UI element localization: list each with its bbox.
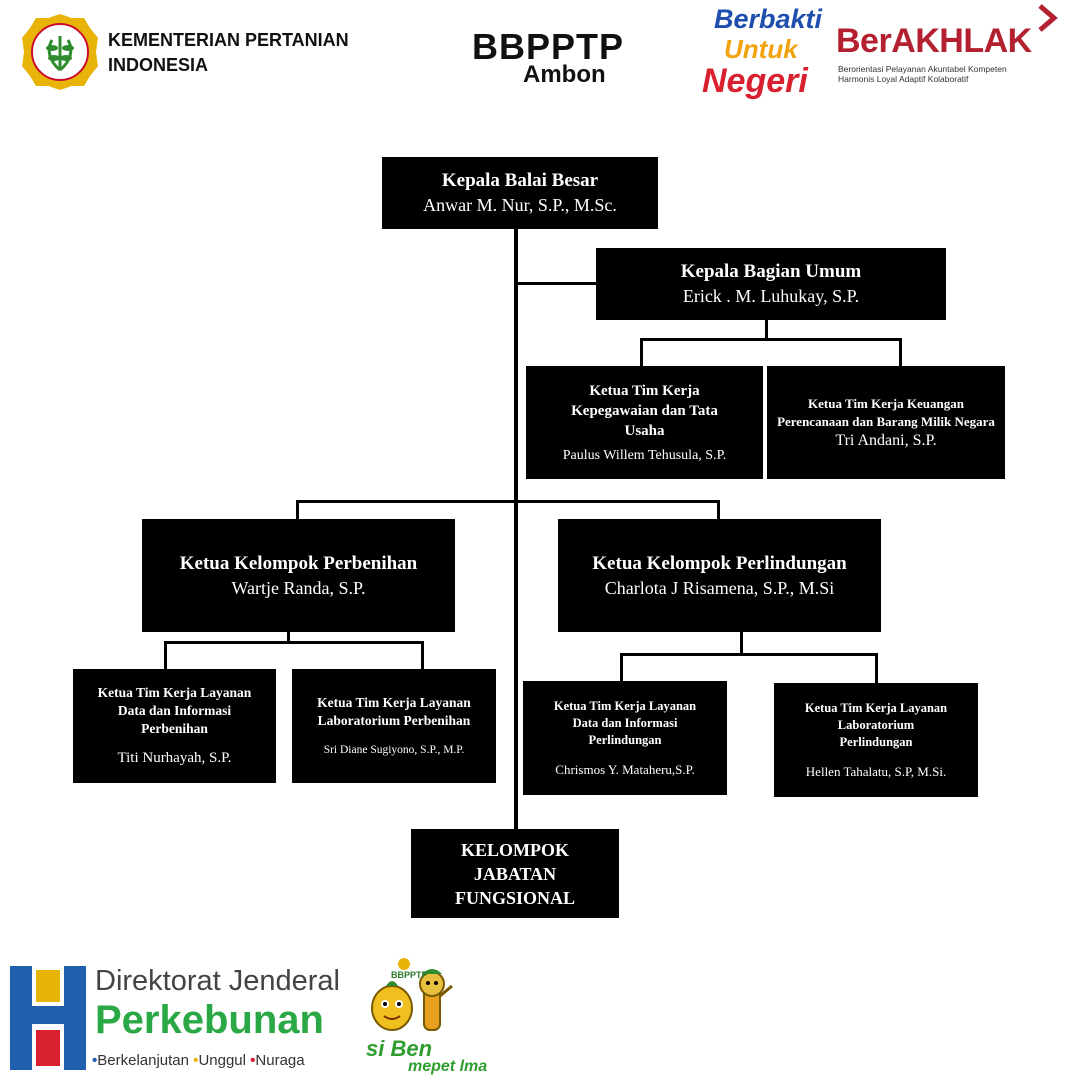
protect-branch [620,653,878,656]
team-finance-name: Tri Andani, S.P. [835,431,937,449]
team-hr-title: Ketua Tim Kerja Kepegawaian dan Tata Usa… [571,382,718,439]
finance-drop [899,338,902,368]
slogan-word-2: Untuk [724,34,798,64]
seed-lab-drop [421,641,424,671]
team-seed-data-box: Ketua Tim Kerja Layanan Data dan Informa… [73,669,276,783]
team-protect-lab-name: Hellen Tahalatu, S.P, M.Si. [805,763,947,779]
head-box: Kepala Balai Besar Anwar M. Nur, S.P., M… [382,157,658,229]
head-name: Anwar M. Nur, S.P., M.Sc. [423,195,617,215]
ministry-name: KEMENTERIAN PERTANIAN INDONESIA [108,28,349,78]
dirjen-line1: Direktorat Jenderal [95,965,340,997]
team-seed-data-title: Ketua Tim Kerja Layanan Data dan Informa… [97,685,252,736]
general-stem [765,318,768,340]
siben-mascot [366,956,486,1036]
dirjen-tagline: •Berkelanjutan •Unggul •Nuraga [92,1052,305,1069]
seed-branch [164,641,424,644]
group-seed-box: Ketua Kelompok Perbenihan Wartje Randa, … [142,519,455,632]
team-protect-lab-title: Ketua Tim Kerja Layanan Laboratorium Per… [804,700,948,749]
ministry-line2: INDONESIA [108,55,209,75]
siben-subtitle: mepet lma [408,1058,488,1075]
team-finance-title: Ketua Tim Kerja Keuangan Perencanaan dan… [777,395,995,429]
team-seed-lab-name: Sri Diane Sugiyono, S.P., M.P. [323,744,465,756]
team-protect-data-title: Ketua Tim Kerja Layanan Data dan Informa… [553,698,697,747]
main-spine [514,228,518,830]
akhlak-line2: Harmonis Loyal Adaptif Kolaboratif [838,74,969,84]
tag-3: Nuraga [255,1052,305,1069]
akhlak-subtitle: Berorientasi Pelayanan Akuntabel Kompete… [838,64,1007,84]
protect-stem [740,630,743,656]
team-protect-data-box: Ketua Tim Kerja Layanan Data dan Informa… [523,681,727,795]
ministry-line1: KEMENTERIAN PERTANIAN [108,30,349,50]
siben-org: BBPPTP [391,970,428,980]
kementan-logo [20,12,100,92]
group-seed-title: Ketua Kelompok Perbenihan [179,552,418,574]
group-protect-title: Ketua Kelompok Perlindungan [592,552,847,574]
general-box: Kepala Bagian Umum Erick . M. Luhukay, S… [596,248,946,320]
protect-data-drop [620,653,623,683]
siben-title: si Ben [366,1036,433,1061]
berbakti-logo: Berbakti Untuk Negeri [700,4,822,104]
general-branch [640,338,902,341]
group-protect-box: Ketua Kelompok Perlindungan Charlota J R… [558,519,881,632]
slogan-word-3: Negeri [702,62,808,100]
functional-box: KELOMPOK JABATAN FUNGSIONAL [411,829,619,918]
group-protect-name: Charlota J Risamena, S.P., M.Si [604,577,835,598]
dirjen-line2: Perkebunan [95,998,324,1042]
seed-stem [287,630,290,644]
group-branch [296,500,720,503]
team-seed-lab-box: Ketua Tim Kerja Layanan Laboratorium Per… [292,669,496,783]
team-finance-box: Ketua Tim Kerja Keuangan Perencanaan dan… [767,366,1005,479]
institution-name: BBPPTP [472,26,625,67]
team-protect-lab-box: Ketua Tim Kerja Layanan Laboratorium Per… [774,683,978,797]
functional-title: KELOMPOK JABATAN FUNGSIONAL [454,839,575,908]
slogan-word-1: Berbakti [714,4,823,34]
seed-drop [296,500,299,522]
general-title: Kepala Bagian Umum [680,261,862,282]
tag-1: Berkelanjutan [97,1052,189,1069]
general-connector [514,282,598,285]
akhlak-line1: Berorientasi Pelayanan Akuntabel Kompete… [838,64,1007,74]
dirjen-logo [10,966,86,1070]
team-hr-box: Ketua Tim Kerja Kepegawaian dan Tata Usa… [526,366,763,479]
team-seed-lab-title: Ketua Tim Kerja Layanan Laboratorium Per… [317,695,471,728]
head-title: Kepala Balai Besar [441,170,599,191]
team-hr-name: Paulus Willem Tehusula, S.P. [562,447,727,463]
team-protect-data-name: Chrismos Y. Mataheru,S.P. [555,761,695,777]
seed-data-drop [164,641,167,671]
akhlak-title: BerAKHLAK [836,22,1032,60]
protect-lab-drop [875,653,878,683]
general-name: Erick . M. Luhukay, S.P. [682,286,860,306]
protect-drop [717,500,720,522]
team-seed-data-name: Titi Nurhayah, S.P. [117,750,232,766]
group-seed-name: Wartje Randa, S.P. [231,577,366,598]
institution-city: Ambon [523,61,606,88]
tag-2: Unggul [198,1052,246,1069]
hr-drop [640,338,643,368]
akhlak-chevron-icon [1036,4,1060,37]
